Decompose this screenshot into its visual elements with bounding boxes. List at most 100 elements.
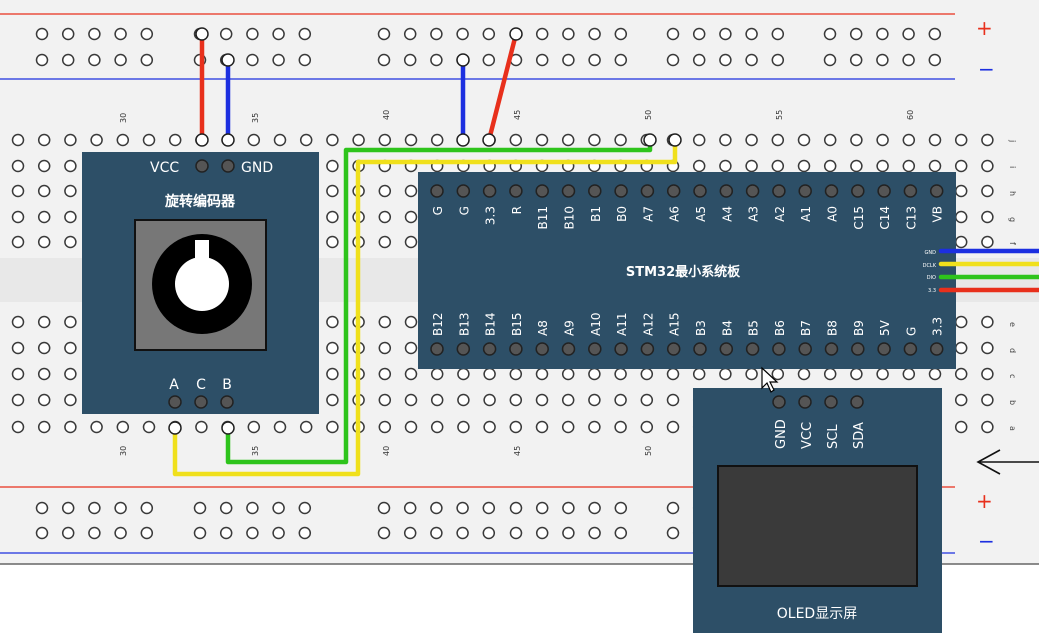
breadboard-hole xyxy=(850,367,863,381)
breadboard-hole xyxy=(902,53,915,67)
oled-display-module[interactable]: GND VCC SCL SDA OLED显示屏 xyxy=(693,388,942,633)
breadboard-hole xyxy=(404,393,418,407)
stm32-side-pin-label: GND xyxy=(925,250,937,256)
oled-pin-label: SDA xyxy=(852,422,867,449)
breadboard-hole xyxy=(692,133,706,147)
breadboard-hole xyxy=(61,501,75,515)
breadboard-hole xyxy=(299,133,313,147)
breadboard-hole xyxy=(483,420,496,434)
breadboard-hole xyxy=(614,367,627,381)
stm32-pin xyxy=(430,184,444,198)
breadboard-hole xyxy=(928,159,942,173)
breadboard-hole xyxy=(193,501,207,515)
breadboard-hole xyxy=(614,501,628,515)
breadboard-hole xyxy=(37,184,51,198)
breadboard-hole xyxy=(403,501,417,515)
row-letter: b xyxy=(1008,400,1017,405)
breadboard-hole xyxy=(509,526,523,540)
breadboard-hole xyxy=(981,210,994,224)
stm32-pin-label: A0 xyxy=(826,206,840,222)
stm32-pin-label: A2 xyxy=(773,206,787,222)
breadboard-hole xyxy=(168,133,182,147)
breadboard-hole xyxy=(142,420,156,434)
breadboard-hole xyxy=(114,27,127,41)
wire-green-encoder-b-to-a7[interactable] xyxy=(225,137,653,465)
arrow-head xyxy=(976,449,1001,475)
breadboard-hole xyxy=(902,27,915,41)
encoder-pin-label-a: A xyxy=(169,377,179,393)
breadboard-hole xyxy=(535,501,549,515)
breadboard-hole xyxy=(614,133,627,147)
stm32-pin xyxy=(877,342,891,356)
breadboard-hole xyxy=(37,210,51,224)
breadboard-hole xyxy=(219,526,233,540)
breadboard-hole xyxy=(981,184,994,198)
rotary-encoder-module[interactable]: VCC GND 旋转编码器 A C B xyxy=(82,152,319,414)
breadboard-hole xyxy=(11,420,25,434)
breadboard-hole xyxy=(378,420,392,434)
encoder-pin-label-c: C xyxy=(196,377,206,393)
wire-end xyxy=(195,133,209,147)
annotation-arrow xyxy=(976,449,1039,475)
breadboard-hole xyxy=(666,501,680,515)
breadboard-hole xyxy=(456,501,469,515)
wire-yellow-encoder-a-to-a6[interactable] xyxy=(172,137,678,477)
row-letter: d xyxy=(1008,348,1017,353)
wire-end xyxy=(456,53,470,67)
stm32-pin xyxy=(745,342,760,356)
wire-end xyxy=(456,133,470,147)
breadboard-hole xyxy=(981,159,994,173)
oled-pin-gnd xyxy=(772,395,786,409)
breadboard-hole xyxy=(219,501,233,515)
encoder-knob-notch xyxy=(195,240,209,262)
oled-title: OLED显示屏 xyxy=(777,606,857,622)
breadboard-hole xyxy=(377,526,391,540)
breadboard-hole xyxy=(771,27,785,41)
breadboard-hole xyxy=(561,420,575,434)
breadboard-hole xyxy=(88,526,101,540)
row-letter: e xyxy=(1008,322,1017,327)
breadboard-hole xyxy=(90,420,103,434)
stm32-pin xyxy=(877,184,891,198)
breadboard-hole xyxy=(981,341,994,355)
wire-end xyxy=(509,27,523,41)
breadboard-hole xyxy=(876,159,889,173)
breadboard-hole xyxy=(509,367,523,381)
breadboard-hole xyxy=(666,53,680,67)
breadboard-hole xyxy=(902,133,916,147)
breadboard-hole xyxy=(64,159,77,173)
breadboard-hole xyxy=(404,210,418,224)
breadboard-hole xyxy=(456,27,469,41)
breadboard-hole xyxy=(482,53,496,67)
breadboard-hole xyxy=(11,184,25,198)
encoder-title: 旋转编码器 xyxy=(164,193,236,210)
breadboard-hole xyxy=(981,133,994,147)
stm32-pin-label: A6 xyxy=(668,206,682,222)
breadboard-hole xyxy=(116,133,130,147)
stm32-pin-label: G xyxy=(431,206,445,215)
breadboard-hole xyxy=(745,367,758,381)
breadboard-hole xyxy=(588,393,601,407)
breadboard-hole xyxy=(37,133,51,147)
stm32-pin xyxy=(509,342,523,356)
stm32-pin-label: C13 xyxy=(904,206,918,230)
stm32-pin xyxy=(824,184,839,198)
stm32-pin xyxy=(666,184,681,198)
breadboard-hole xyxy=(246,53,259,67)
wire-red-stm32-3v3[interactable] xyxy=(486,31,519,143)
breadboard-hole xyxy=(509,393,523,407)
breadboard-hole xyxy=(482,501,496,515)
column-number-top: 60 xyxy=(906,110,915,120)
stm32-pin xyxy=(588,184,602,198)
stm32-pin-label: 3.3 xyxy=(931,317,945,336)
stm32-pin-label: B9 xyxy=(852,320,866,336)
breadboard-hole xyxy=(928,27,942,41)
breadboard-hole xyxy=(272,27,285,41)
breadboard-hole xyxy=(37,235,51,249)
wire-end-points xyxy=(168,27,682,435)
stm32-pin-label: B11 xyxy=(536,206,550,230)
encoder-knob-inner xyxy=(175,257,229,311)
breadboard-hole xyxy=(692,27,706,41)
